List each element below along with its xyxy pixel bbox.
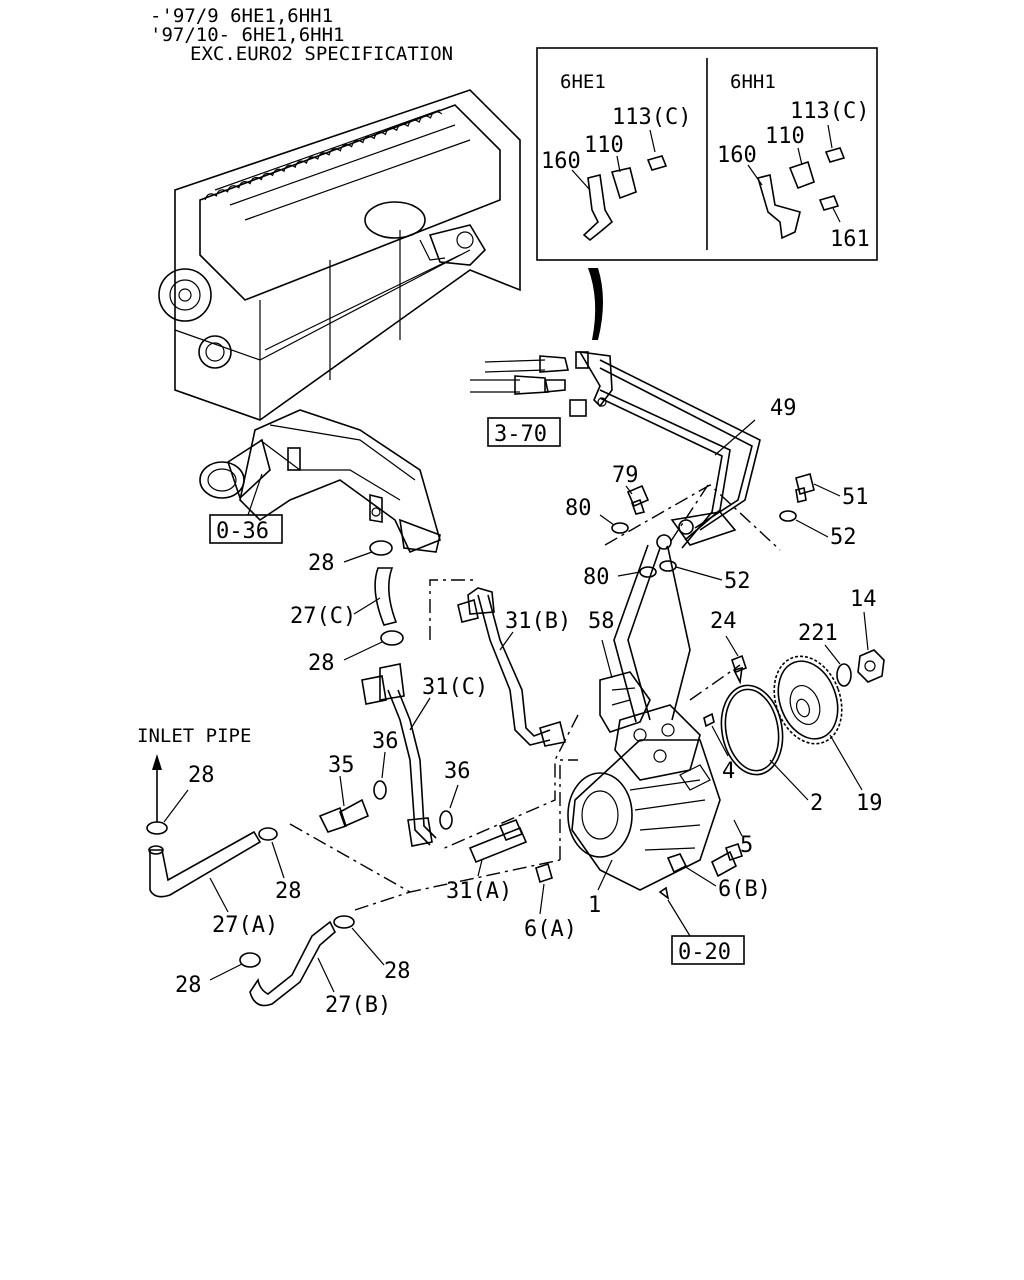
inlet-pipe-label: INLET PIPE bbox=[137, 725, 251, 747]
inset-right-label-110: 110 bbox=[765, 124, 805, 149]
callout-52-lower: 52 bbox=[724, 569, 751, 594]
filter-housing bbox=[199, 409, 441, 554]
callout-58: 58 bbox=[588, 609, 615, 634]
ref-box-0-20: 0-20 bbox=[678, 940, 731, 965]
callout-6b: 6(B) bbox=[718, 877, 771, 902]
upper-hose-group: 28 27(C) 28 bbox=[290, 540, 404, 676]
hose-27b: 28 28 27(B) bbox=[175, 891, 411, 1018]
callout-35: 35 bbox=[328, 753, 355, 778]
nut-6a: 6(A) bbox=[524, 862, 577, 942]
header-line-2: '97/10- 6HE1,6HH1 bbox=[150, 24, 344, 46]
injection-pipes: 49 bbox=[470, 350, 797, 550]
ref-box-0-36: 0-36 bbox=[216, 519, 269, 544]
callout-52-upper: 52 bbox=[830, 525, 857, 550]
inset-title-6hh1: 6HH1 bbox=[730, 71, 776, 93]
callout-1: 1 bbox=[588, 893, 601, 918]
pipe-31b: 31(B) bbox=[457, 587, 571, 747]
callout-31b: 31(B) bbox=[505, 609, 571, 634]
inset-left-label-113c: 113(C) bbox=[612, 105, 691, 130]
callout-28-c: 28 bbox=[188, 763, 215, 788]
callout-49: 49 bbox=[770, 396, 797, 421]
header: -'97/9 6HE1,6HH1 '97/10- 6HE1,6HH1 EXC.E… bbox=[150, 5, 453, 65]
inset-title-6he1: 6HE1 bbox=[560, 71, 606, 93]
callout-4: 4 bbox=[722, 759, 735, 784]
injection-pump bbox=[567, 704, 721, 891]
callout-6a: 6(A) bbox=[524, 917, 577, 942]
callout-28-f: 28 bbox=[175, 973, 202, 998]
callout-31c: 31(C) bbox=[422, 675, 488, 700]
pipe-31c: 31(C) bbox=[361, 663, 488, 847]
inset-left-label-160: 160 bbox=[541, 149, 581, 174]
o-ring-2: 2 bbox=[720, 684, 823, 816]
washer-221: 221 bbox=[798, 621, 852, 687]
inset-right-label-113c: 113(C) bbox=[790, 99, 869, 124]
bracket-58: 58 bbox=[588, 609, 651, 733]
small-parts: 36 36 35 24 4 bbox=[318, 609, 747, 833]
callout-2: 2 bbox=[810, 791, 823, 816]
callout-27a: 27(A) bbox=[212, 913, 278, 938]
callout-5: 5 bbox=[740, 833, 753, 858]
header-line-3: EXC.EURO2 SPECIFICATION bbox=[190, 43, 453, 65]
callout-36-left: 36 bbox=[372, 729, 399, 754]
callout-80-lower: 80 bbox=[583, 565, 610, 590]
inset-box: 6HE1 6HH1 113(C) 110 160 113(C) 110 160 … bbox=[536, 47, 878, 261]
gear-19: 19 bbox=[773, 655, 883, 816]
nut-6b: 6(B) bbox=[666, 853, 771, 902]
callout-36-right: 36 bbox=[444, 759, 471, 784]
callout-221: 221 bbox=[798, 621, 838, 646]
bolt-5: 5 bbox=[710, 819, 753, 878]
callout-28-a: 28 bbox=[308, 551, 335, 576]
callout-80-upper: 80 bbox=[565, 496, 592, 521]
fittings: 79 80 51 52 80 52 bbox=[565, 463, 869, 723]
callout-28-e: 28 bbox=[384, 959, 411, 984]
inset-right-label-160: 160 bbox=[717, 143, 757, 168]
callout-31a: 31(A) bbox=[446, 879, 512, 904]
callout-19: 19 bbox=[856, 791, 883, 816]
inlet-pipe-indicator: INLET PIPE 28 bbox=[137, 725, 251, 835]
callout-28-d: 28 bbox=[275, 879, 302, 904]
header-line-1: -'97/9 6HE1,6HH1 bbox=[150, 5, 333, 27]
engine-block bbox=[158, 89, 521, 421]
inset-left-label-110: 110 bbox=[584, 133, 624, 158]
pipe-31a: 31(A) bbox=[446, 818, 528, 904]
callout-27c: 27(C) bbox=[290, 604, 356, 629]
callout-27b: 27(B) bbox=[325, 993, 391, 1018]
callout-24: 24 bbox=[710, 609, 737, 634]
nut-14: 14 bbox=[850, 587, 885, 683]
callout-51: 51 bbox=[842, 485, 869, 510]
callout-14: 14 bbox=[850, 587, 877, 612]
ref-box-3-70: 3-70 bbox=[494, 422, 547, 447]
inset-right-label-161: 161 bbox=[830, 227, 870, 252]
callout-79: 79 bbox=[612, 463, 639, 488]
callout-28-b: 28 bbox=[308, 651, 335, 676]
